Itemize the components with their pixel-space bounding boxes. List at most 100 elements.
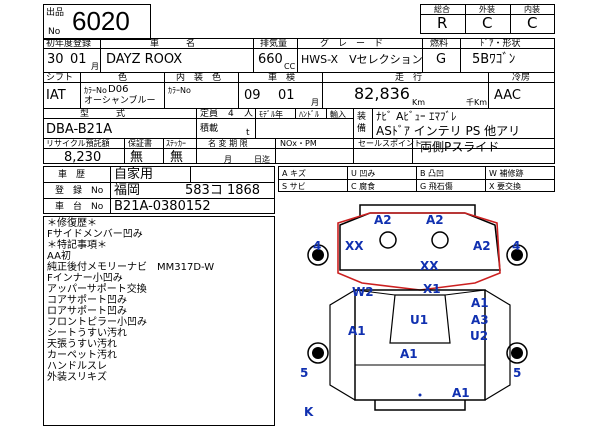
vline bbox=[353, 108, 354, 138]
mileage-value: 82,836 bbox=[354, 84, 410, 103]
vline bbox=[196, 108, 197, 138]
grade-label-overall: 総合 bbox=[434, 5, 450, 14]
grade-exterior: C bbox=[482, 14, 493, 32]
note-line: Fインナー小凹み bbox=[47, 273, 123, 284]
vline bbox=[326, 108, 327, 118]
wheel-front-left bbox=[307, 244, 329, 266]
grade-box bbox=[420, 4, 555, 34]
vline bbox=[275, 138, 276, 164]
hline bbox=[43, 118, 353, 119]
reg-month-unit: 月 bbox=[91, 62, 99, 71]
mark-a2-top-left: A2 bbox=[374, 213, 392, 227]
note-line: ＊修復歴＊ bbox=[47, 218, 97, 229]
mark-a1-left: A1 bbox=[348, 324, 366, 338]
car-name: DAYZ ROOX bbox=[106, 52, 183, 67]
reg-month: 01 bbox=[70, 52, 87, 67]
car-side-right bbox=[484, 289, 511, 401]
vline bbox=[163, 138, 164, 164]
note-line: シートうすい汚れ bbox=[47, 328, 127, 339]
color-label: 色 bbox=[118, 73, 128, 83]
vline bbox=[295, 108, 296, 118]
warranty-value: 無 bbox=[130, 150, 144, 165]
vline bbox=[460, 38, 461, 72]
mark-w2: W2 bbox=[352, 285, 374, 299]
name-change-label: 名 変 期 限 bbox=[208, 139, 248, 148]
mark-5-left: 5 bbox=[300, 366, 309, 380]
color-no-label: ｶﾗｰNo bbox=[84, 86, 107, 95]
note-line: コアサポート凹み bbox=[47, 295, 127, 306]
mark-a1-right-upper: A1 bbox=[471, 296, 489, 310]
reg-place: 福岡 bbox=[114, 183, 141, 198]
grade-head-label: グ レ ー ド bbox=[320, 39, 384, 49]
equip-label: 装備 bbox=[357, 112, 367, 134]
grade-divider-1 bbox=[465, 4, 466, 34]
color-name: オーシャンブルー bbox=[84, 96, 156, 106]
hline bbox=[43, 72, 555, 73]
vline bbox=[253, 38, 254, 72]
mark-a1-rear: A1 bbox=[452, 386, 470, 400]
grade-value: HWS-X Vセレクション bbox=[301, 53, 423, 66]
lot-label-top: 出品 bbox=[46, 8, 65, 18]
vline bbox=[190, 166, 191, 182]
legend-item: S サビ bbox=[282, 182, 306, 191]
vline bbox=[124, 138, 125, 164]
name-label: 車 名 bbox=[150, 39, 196, 49]
chassis-label: 車 台 No bbox=[55, 202, 104, 212]
interior-color-label: ｶﾗｰNo bbox=[168, 86, 191, 95]
legend-item: B 凸凹 bbox=[420, 169, 445, 178]
sales-point-value: 両側Pスライド bbox=[420, 140, 500, 154]
damage-area bbox=[337, 212, 501, 291]
note-line: フロントピラー小凹み bbox=[47, 317, 147, 328]
history-table bbox=[43, 166, 275, 214]
headlight-left bbox=[379, 231, 397, 249]
vline bbox=[485, 166, 486, 192]
legend-item: U 凹み bbox=[351, 169, 376, 178]
car-roof-outline bbox=[359, 204, 476, 217]
hline bbox=[43, 138, 555, 139]
capacity-unit: 人 bbox=[244, 109, 254, 119]
note-line: 純正後付メモリーナビ MM317D-W bbox=[47, 262, 215, 273]
recycle-value: 8,230 bbox=[64, 150, 102, 165]
car-body bbox=[354, 289, 486, 401]
vline bbox=[100, 38, 101, 72]
reg-label: 初年度登録 bbox=[46, 39, 92, 49]
door-value: 5Bﾜｺﾞﾝ bbox=[472, 52, 516, 67]
grade-label-exterior: 外装 bbox=[479, 5, 495, 14]
inspect-month: 01 bbox=[278, 88, 295, 103]
vline bbox=[353, 138, 354, 164]
wheel-front-right bbox=[506, 244, 528, 266]
mark-u2: U2 bbox=[470, 329, 489, 343]
grade-divider-2 bbox=[510, 4, 511, 34]
car-rear-outline bbox=[374, 400, 466, 411]
reg-year: 30 bbox=[47, 52, 64, 67]
sales-point-label: セールスポイント bbox=[358, 139, 422, 148]
mark-xx-center: XX bbox=[420, 259, 439, 273]
vline bbox=[80, 72, 81, 108]
equipment-1: ﾅﾋﾞ Aﾋﾞｭｰ ｴﾏﾌﾞﾚ bbox=[376, 110, 457, 123]
mark-k: K bbox=[304, 405, 314, 419]
vline bbox=[422, 38, 423, 72]
load-unit: t bbox=[246, 128, 250, 138]
sticker-value: 無 bbox=[170, 150, 184, 165]
mark-u1: U1 bbox=[410, 313, 429, 327]
color-no: D06 bbox=[108, 84, 129, 95]
fuel-label: 燃料 bbox=[430, 39, 449, 49]
shift-label: シフト bbox=[46, 73, 74, 83]
warranty-label: 保証書 bbox=[128, 139, 152, 148]
hline bbox=[43, 198, 275, 199]
note-line: アッパーサポート交換 bbox=[47, 284, 147, 295]
inspect-year: 09 bbox=[244, 88, 261, 103]
vline bbox=[255, 108, 256, 138]
vline bbox=[488, 72, 489, 108]
cc-unit: CC bbox=[284, 62, 296, 71]
hline bbox=[43, 148, 555, 149]
mark-a1-bottom: A1 bbox=[400, 347, 418, 361]
shift-value: IAT bbox=[46, 88, 66, 103]
history-value: 自家用 bbox=[114, 167, 154, 182]
vline bbox=[297, 38, 298, 72]
vline bbox=[412, 138, 413, 164]
name-change-day-unit: 日迄 bbox=[254, 155, 270, 164]
lot-box bbox=[43, 4, 151, 40]
mark-5-right: 5 bbox=[513, 366, 522, 380]
lot-label-bottom: No bbox=[48, 27, 61, 37]
